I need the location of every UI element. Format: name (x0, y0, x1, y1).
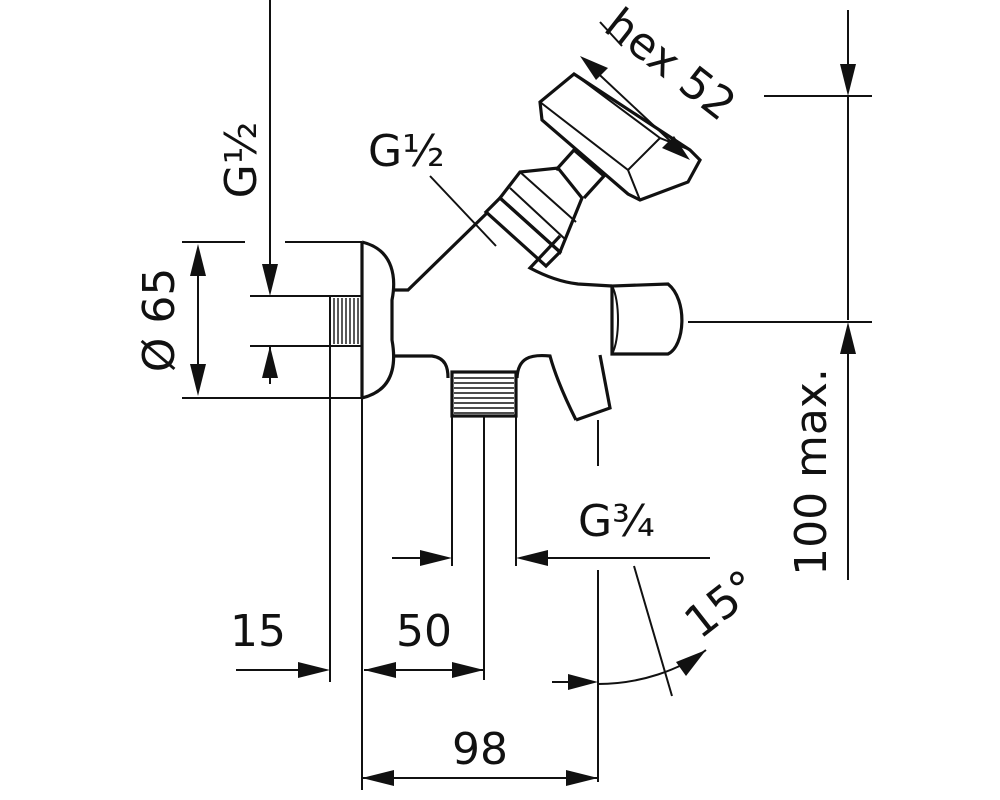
dim-fifty (364, 416, 548, 680)
dim-angle (552, 565, 707, 697)
dim-hex (580, 21, 690, 160)
wall-thread-stub (329, 295, 363, 347)
dim-diameter (182, 241, 362, 399)
wall-rosette (360, 240, 396, 400)
label-dim-15: 15 (230, 606, 286, 657)
label-dim-50: 50 (396, 606, 452, 657)
dim-wall-thread-leader (250, 0, 330, 384)
angled-spindle-assembly (483, 72, 702, 269)
dim-fifteen (236, 346, 363, 790)
leader-top-thread (429, 175, 497, 247)
label-dim-98: 98 (452, 724, 508, 775)
valve-body (392, 210, 613, 422)
label-angle: 15° (675, 560, 768, 648)
label-height-max: 100 max. (786, 368, 837, 576)
dim-ninety-eight (362, 770, 598, 786)
label-diameter: Ø 65 (134, 268, 185, 373)
label-top-thread: G½ (368, 126, 445, 177)
leader-outlet-thread (520, 420, 710, 782)
bottom-thread-port (450, 370, 518, 418)
dim-height-max (688, 10, 872, 580)
label-hex: hex 52 (595, 0, 745, 131)
outlet-nut (610, 282, 684, 356)
label-wall-thread: G½ (216, 122, 267, 199)
label-outlet-thread: G¾ (578, 496, 655, 547)
